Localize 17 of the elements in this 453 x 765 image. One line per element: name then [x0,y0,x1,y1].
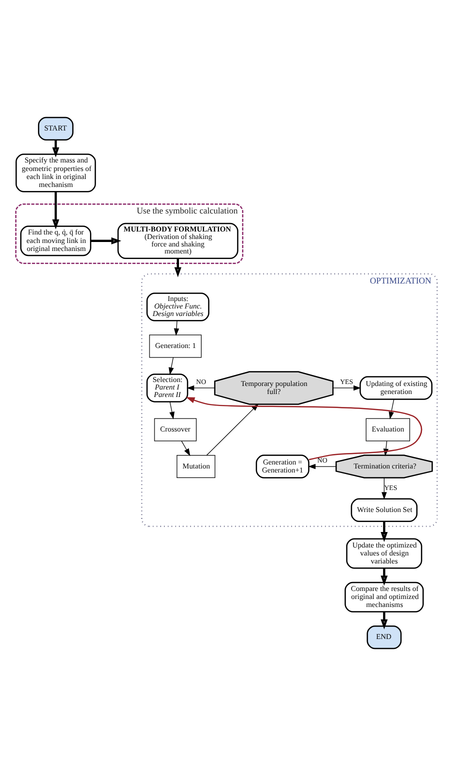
arrow [388,398,394,419]
arrow [380,611,388,629]
arrow [380,568,388,586]
arrow [186,384,215,390]
arrow [168,356,174,374]
arrow [308,463,336,469]
arrow [181,440,190,456]
arrow [169,401,175,419]
arrow [90,236,122,244]
arrow [382,477,387,500]
arrow [380,520,388,542]
arrow [174,320,180,336]
arrow [174,258,182,277]
arrow [52,191,60,229]
arrow [52,139,60,157]
arrow [332,384,362,390]
arrow [186,396,422,460]
